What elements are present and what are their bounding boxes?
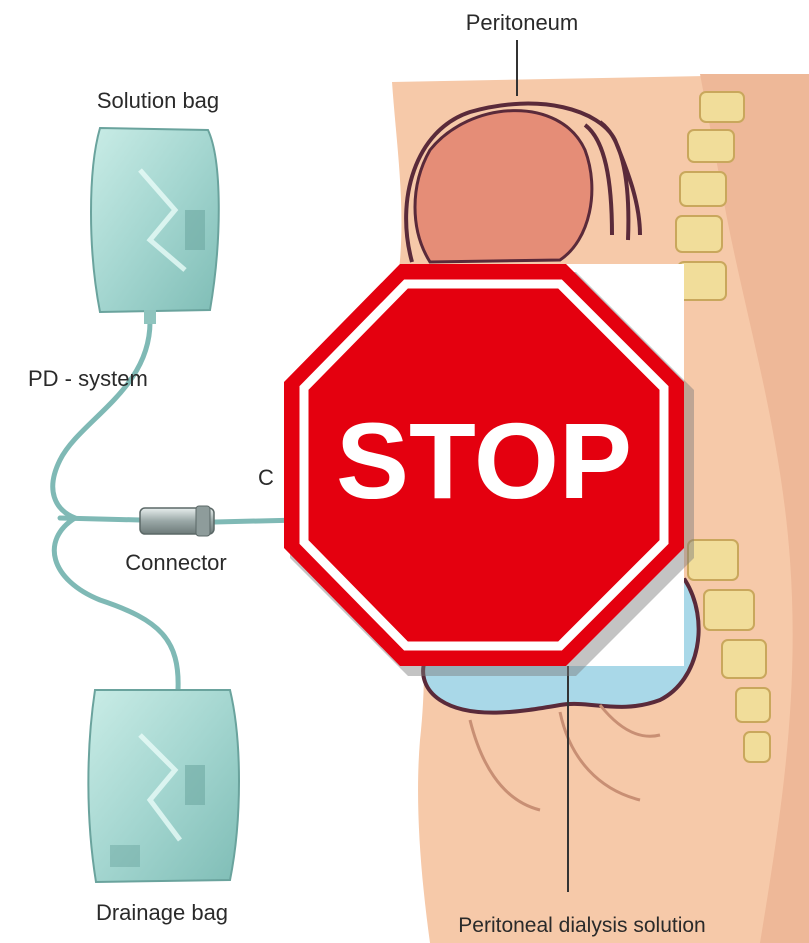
label-connector: Connector — [125, 550, 227, 575]
label-drainage-bag: Drainage bag — [96, 900, 228, 925]
label-solution-bag: Solution bag — [97, 88, 219, 113]
label-catheter-partial: C — [258, 465, 274, 490]
connector — [140, 506, 214, 536]
tube-to-drainage-bag — [54, 518, 178, 690]
tube-main — [60, 518, 140, 520]
solution-bag — [91, 128, 219, 324]
drainage-bag — [88, 690, 239, 882]
label-pd-system: PD - system — [28, 366, 148, 391]
label-dialysis-solution: Peritoneal dialysis solution — [458, 914, 705, 937]
label-peritoneum: Peritoneum — [466, 10, 579, 35]
stop-sign-text: STOP — [336, 400, 632, 521]
tube-from-solution-bag — [53, 322, 150, 518]
stop-sign-overlay: STOP — [284, 264, 694, 676]
